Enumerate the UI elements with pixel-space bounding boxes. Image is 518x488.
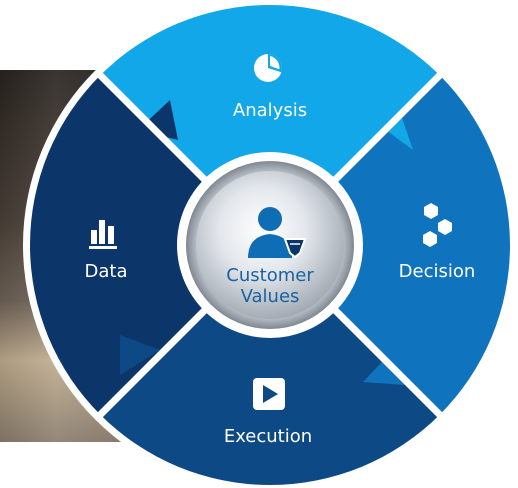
hexagons-icon: [423, 203, 452, 247]
user-shield-icon: [248, 207, 307, 259]
analysis-label: Analysis: [232, 100, 308, 121]
arrow-execution-to-data: [120, 335, 160, 375]
pie-chart-icon: [254, 54, 282, 82]
bar-chart-icon: [89, 220, 117, 249]
arrow-decision-to-execution: [363, 348, 405, 385]
segment-decision[interactable]: [270, 75, 510, 415]
decision-label: Decision: [398, 261, 476, 282]
segment-analysis[interactable]: [100, 5, 440, 245]
data-label: Data: [84, 261, 128, 282]
center-label-line1: Customer: [226, 265, 314, 286]
segment-data[interactable]: [30, 75, 270, 415]
arrow-analysis-to-decision: [372, 112, 413, 150]
center-label-line2: Values: [240, 286, 300, 307]
arrow-data-to-analysis: [138, 100, 178, 140]
center-label: Customer Values: [226, 265, 313, 307]
play-icon: [253, 378, 285, 410]
execution-label: Execution: [223, 426, 313, 447]
segment-execution[interactable]: [100, 245, 440, 485]
